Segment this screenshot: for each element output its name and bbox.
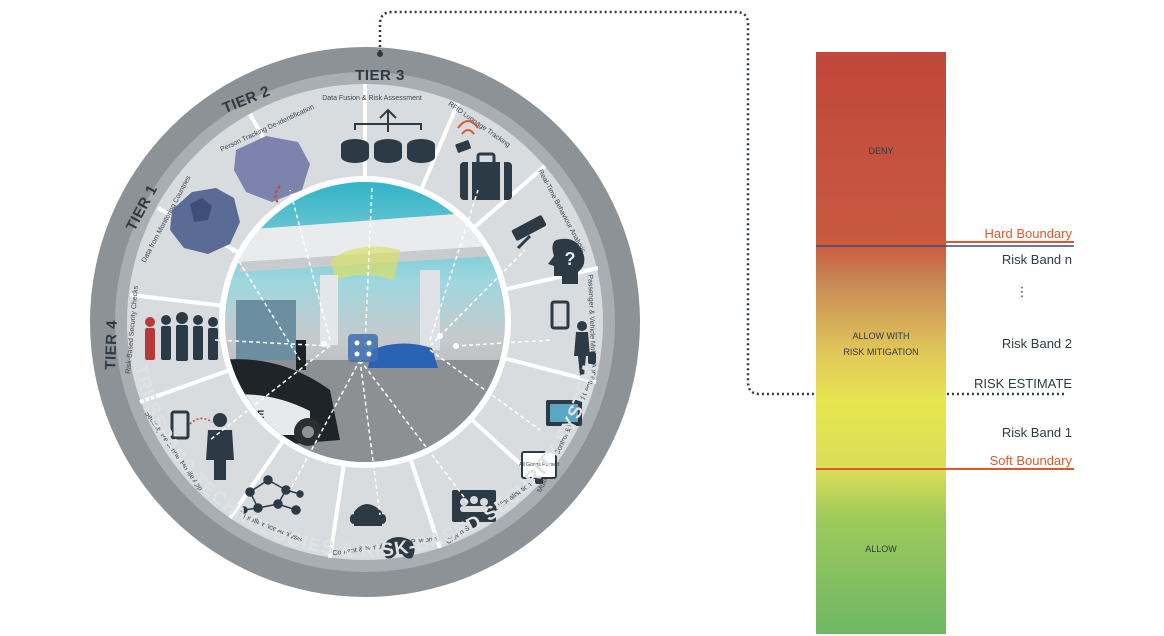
caption-data-fusion: Data Fusion & Risk Assessment	[322, 95, 422, 102]
smartphone-icon	[550, 300, 596, 376]
risk-band-2-label: Risk Band 2	[1002, 336, 1072, 351]
band-allow-with-mitigation-line2: RISK MITIGATION	[843, 347, 918, 357]
risk-estimate-label: RISK ESTIMATE	[974, 376, 1072, 391]
network-icon	[240, 475, 304, 515]
people-group-icon	[145, 312, 218, 361]
tier4-label: TIER 4	[102, 320, 121, 370]
europe-map-icon	[170, 188, 240, 254]
head-question-icon: ?	[548, 238, 585, 284]
band-deny: DENY	[868, 146, 893, 156]
soft-boundary-label: Soft Boundary	[990, 453, 1073, 468]
sensor-hub	[321, 333, 459, 362]
band-allow: ALLOW	[865, 544, 897, 554]
risk-gradient-bar	[816, 52, 946, 634]
sensor-links	[209, 185, 553, 516]
svg-text:?: ?	[565, 249, 576, 269]
tier3-label: TIER 3	[355, 67, 405, 84]
police-officer-icon	[170, 410, 234, 480]
connector-dot	[377, 51, 383, 57]
vr-gamepad-icon	[350, 504, 415, 559]
camera-icon	[511, 215, 547, 250]
risk-estimate-connector	[378, 10, 1064, 396]
risk-band-1-label: Risk Band 1	[1002, 425, 1072, 440]
monitor-icon: All Goods Passed	[519, 400, 582, 484]
hard-boundary-label: Hard Boundary	[985, 226, 1073, 241]
database-icon	[341, 108, 435, 163]
luggage-icon	[455, 120, 512, 200]
band-allow-with-mitigation-line1: ALLOW WITH	[852, 331, 909, 341]
risk-band-ellipsis: ⋮	[1016, 284, 1029, 299]
blue-car	[368, 343, 438, 368]
caption-passenger-app: Passenger & Vehicle Mobile App	[586, 274, 597, 375]
risk-scale: DENY ALLOW WITH RISK MITIGATION ALLOW Ha…	[816, 52, 1074, 634]
monitor-text: All Goods Passed	[519, 462, 559, 468]
risk-band-n-label: Risk Band n	[1002, 252, 1072, 267]
security-wheel: TIER 3 TIER 2 TIER 1 TIER 4 Data Fusion …	[90, 47, 640, 597]
crowd-monitor-icon	[452, 490, 496, 528]
